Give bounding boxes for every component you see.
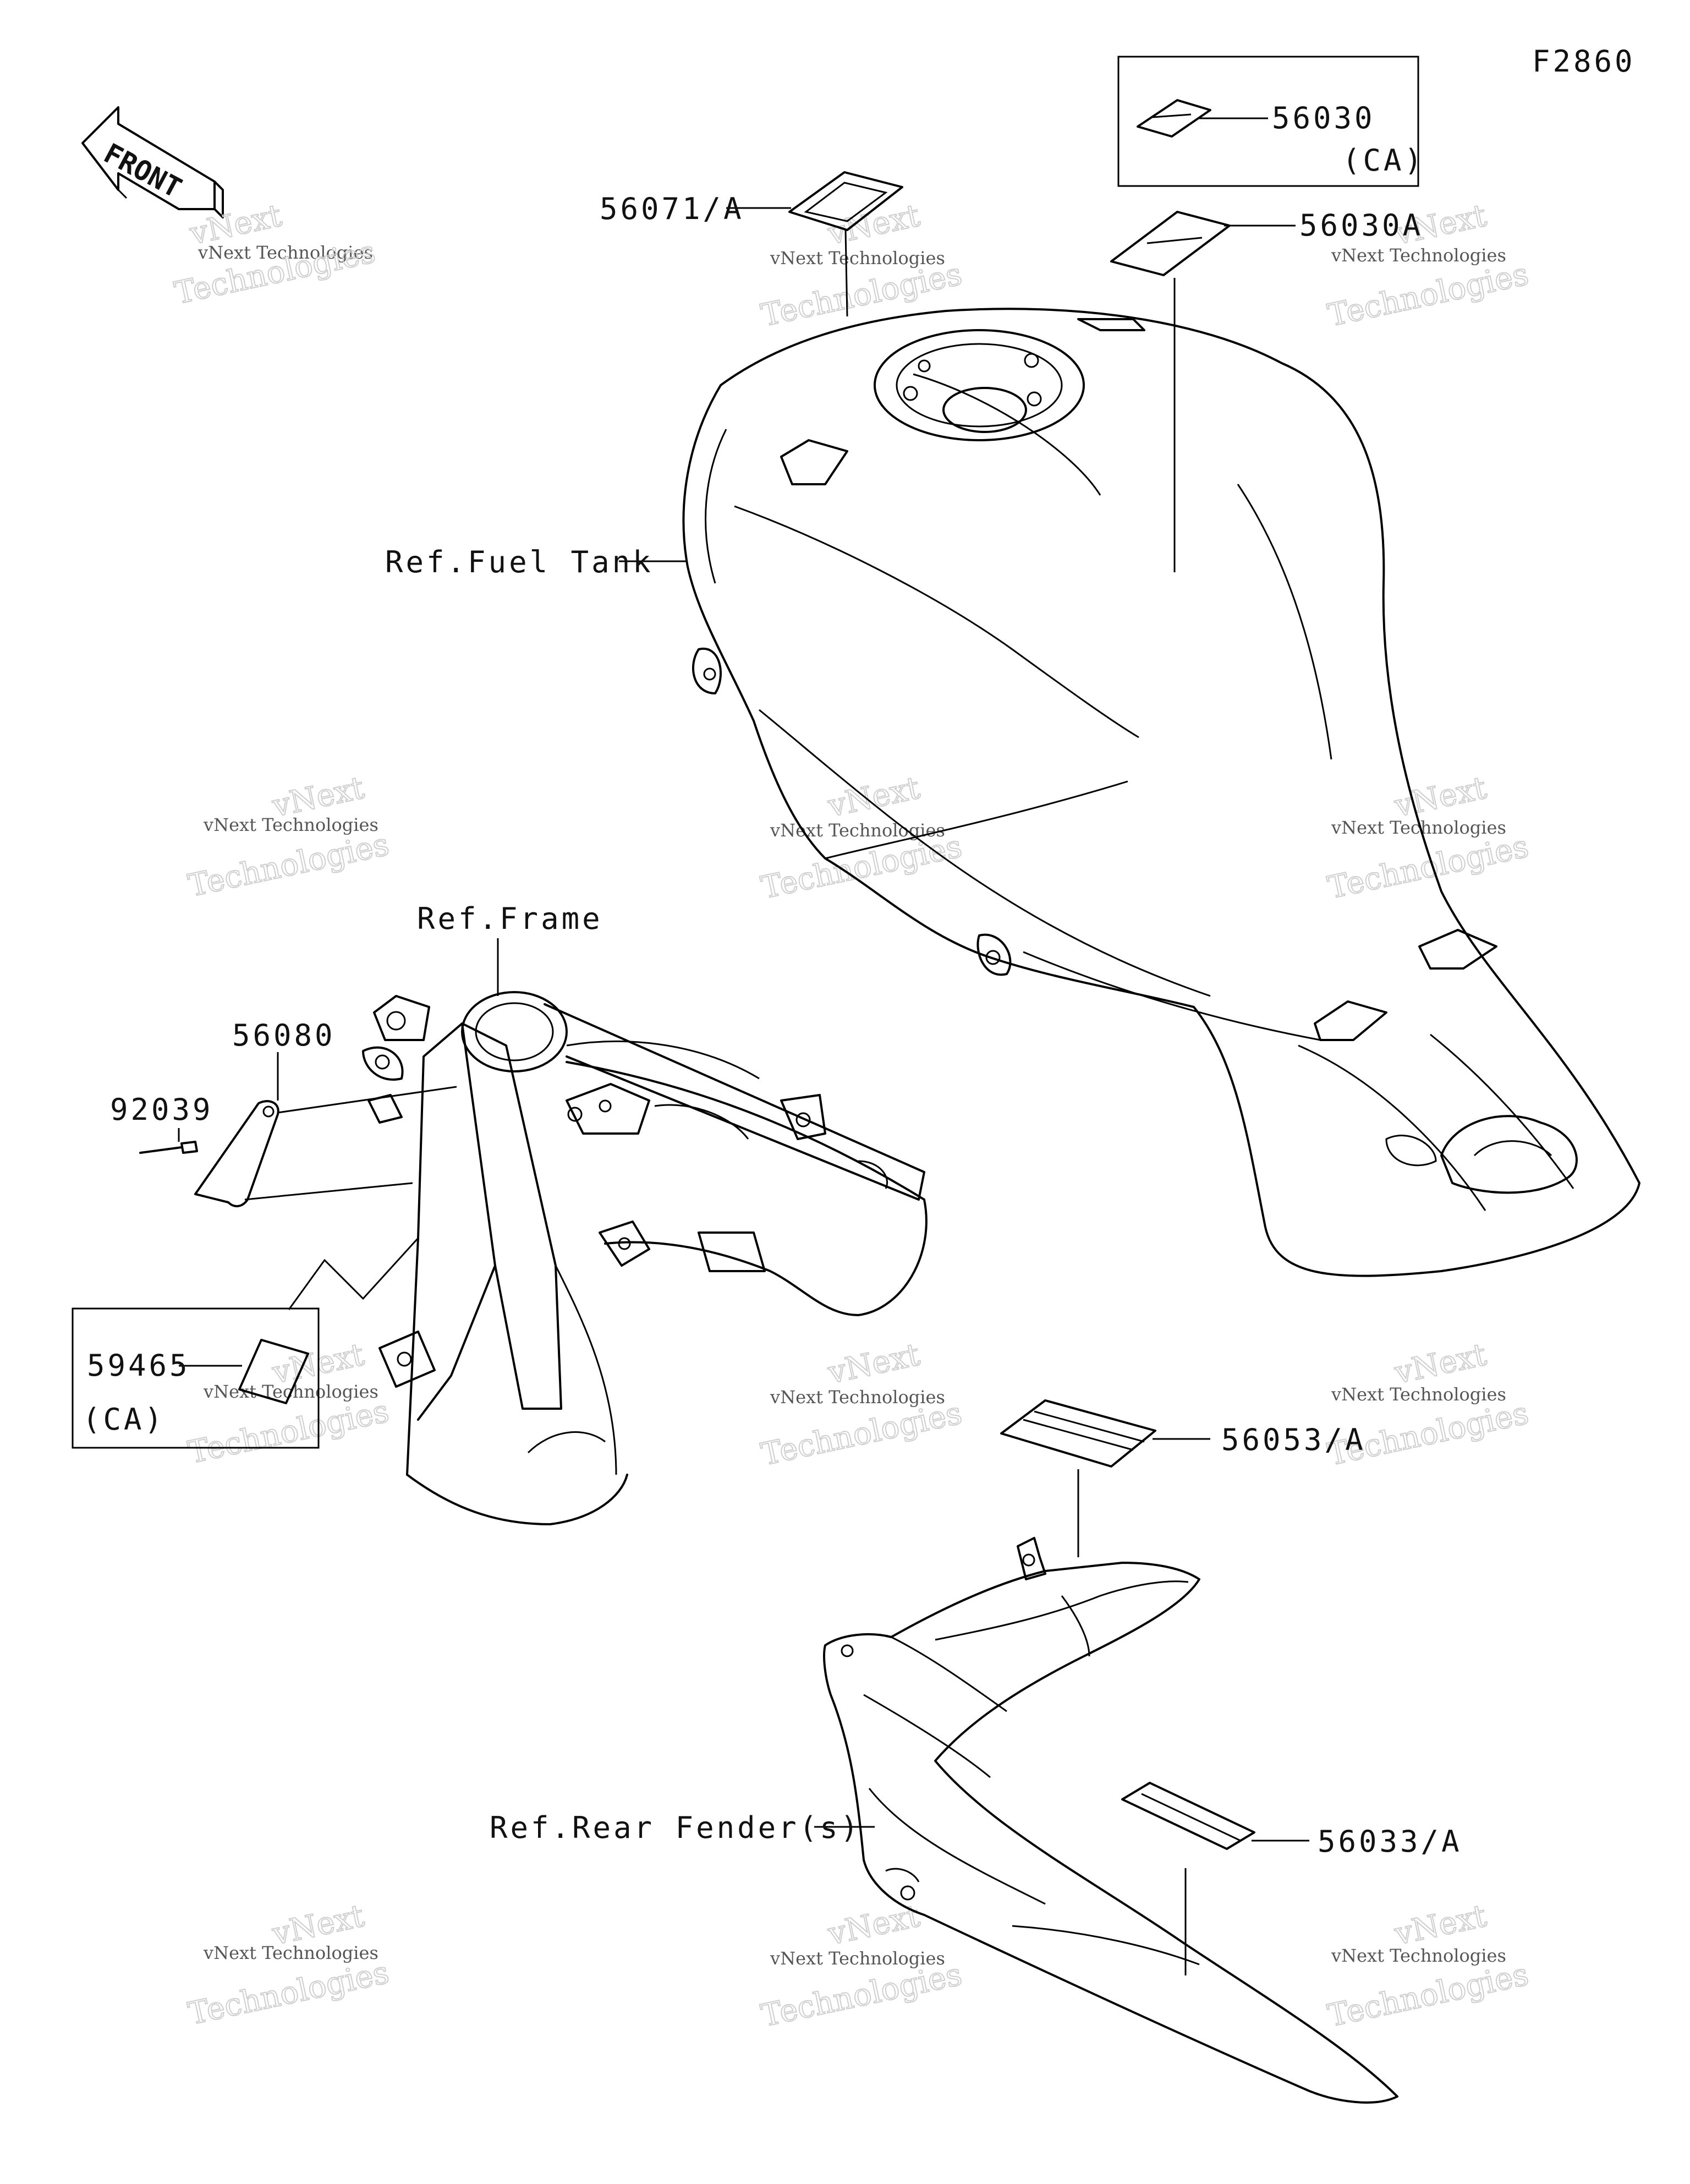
ca-note: (CA): [1342, 143, 1425, 178]
watermark-word-b: Technologies: [1325, 256, 1532, 334]
ca-option-box: [72, 1307, 320, 1449]
front-arrow-icon: FRONT: [81, 106, 224, 218]
watermark-brand: vNext Technologies: [1331, 245, 1506, 266]
watermark-brand: vNext Technologies: [1331, 1384, 1506, 1405]
watermark-brand: vNext Technologies: [197, 242, 373, 263]
frame-assembly: Ref.Frame: [72, 901, 928, 1525]
label-decal-56033[interactable]: [1121, 1782, 1255, 1850]
frame[interactable]: [362, 991, 928, 1525]
watermark-word-b: Technologies: [185, 1955, 392, 2032]
part-number-56053[interactable]: 56053/A: [1221, 1422, 1366, 1457]
watermark-word-b: Technologies: [185, 1393, 392, 1471]
part-number-56071[interactable]: 56071/A: [600, 191, 744, 226]
watermark-word-a: vNext: [1391, 1337, 1490, 1391]
ca-option-box: [1117, 56, 1419, 187]
watermark: vNext vNext Technologies Technologies: [1324, 769, 1532, 906]
label-decal-56030a[interactable]: [1110, 211, 1231, 276]
watermark: vNext vNext Technologies Technologies: [1324, 1897, 1532, 2034]
watermark: vNext vNext Technologies Technologies: [185, 1336, 393, 1471]
watermark-word-a: vNext: [825, 770, 923, 824]
watermark-word-a: vNext: [1391, 1898, 1490, 1952]
rear-fender[interactable]: [823, 1537, 1398, 2104]
watermark-brand: vNext Technologies: [770, 248, 945, 269]
watermark-brand: vNext Technologies: [203, 1942, 378, 1963]
rear-fender-assembly: 56053/A Ref.Rear Fender(s) 56033/A: [490, 1399, 1462, 2104]
label-decal-56071[interactable]: [788, 171, 903, 231]
label-decal-56030[interactable]: [1137, 99, 1211, 138]
watermark-word-b: Technologies: [185, 826, 392, 904]
fuel-tank-assembly: 56030 (CA) 56071/A 56030A: [385, 56, 1640, 1277]
label-decal-59465[interactable]: [238, 1339, 309, 1404]
watermark-word-a: vNext: [825, 1337, 923, 1391]
ref-rear-fender-label[interactable]: Ref.Rear Fender(s): [490, 1810, 861, 1845]
watermark-brand: vNext Technologies: [770, 1387, 945, 1408]
figure-code: F2860: [1532, 44, 1636, 79]
watermark-word-a: vNext: [825, 198, 923, 252]
part-number-59465[interactable]: 59465: [87, 1348, 190, 1383]
watermark-word-b: Technologies: [1325, 829, 1532, 906]
part-number-56033[interactable]: 56033/A: [1318, 1824, 1462, 1859]
front-label: FRONT: [98, 137, 186, 204]
watermark-brand: vNext Technologies: [203, 814, 378, 835]
part-number-56080[interactable]: 56080: [232, 1018, 336, 1053]
rivet-92039[interactable]: [139, 1141, 198, 1154]
ref-fuel-tank-label[interactable]: Ref.Fuel Tank: [385, 545, 654, 579]
watermark-word-a: vNext: [825, 1898, 923, 1952]
watermark-brand: vNext Technologies: [770, 1948, 945, 1969]
watermark: vNext vNext Technologies Technologies: [185, 1897, 393, 2033]
watermark: vNext vNext Technologies Technologies: [185, 769, 393, 905]
ca-note: (CA): [83, 1402, 165, 1437]
fuel-cap: [874, 329, 1085, 441]
part-number-56030a[interactable]: 56030A: [1299, 208, 1423, 243]
watermark: vNext vNext Technologies Technologies: [758, 769, 965, 906]
ref-frame-label[interactable]: Ref.Frame: [417, 901, 603, 936]
watermark: vNext vNext Technologies Technologies: [758, 1336, 965, 1473]
part-number-92039[interactable]: 92039: [110, 1092, 213, 1127]
watermark: vNext vNext Technologies Technologies: [171, 197, 379, 312]
watermark-brand: vNext Technologies: [1331, 1945, 1506, 1966]
watermark-word-b: Technologies: [1325, 1957, 1532, 2034]
fuel-tank[interactable]: [682, 308, 1640, 1277]
label-plate-56080[interactable]: [194, 1100, 279, 1207]
part-number-56030[interactable]: 56030: [1272, 101, 1375, 135]
label-decal-56053[interactable]: [1000, 1399, 1156, 1468]
